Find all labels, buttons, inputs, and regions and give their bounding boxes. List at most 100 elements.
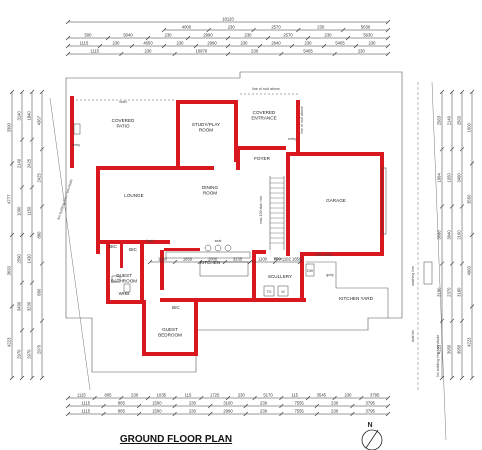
dim-tick (19, 328, 25, 333)
dim-tick (29, 185, 35, 190)
note-building-line-right: 3m building line / servitude (436, 335, 440, 378)
basin (111, 275, 121, 283)
north-arrow: N (361, 422, 383, 450)
dim-tick (39, 375, 45, 381)
dim-label: 4223 (437, 344, 442, 354)
dim-tick (101, 403, 106, 409)
dim-label: 230 (245, 33, 253, 38)
dim-label: 230 (165, 33, 173, 38)
dim-label: 3180 (457, 287, 462, 297)
dim-label: 10970 (196, 49, 208, 54)
dim-tick (9, 232, 15, 238)
dim-label: 230 (260, 409, 268, 414)
dim-label: 3235 (233, 257, 243, 262)
wall-study-bottom (180, 166, 214, 170)
dim-label: 230 (228, 25, 236, 30)
dim-tick (469, 304, 475, 309)
dim-tick (439, 204, 445, 209)
dim-label: 1035 (157, 393, 167, 398)
annotations: lintel lintel line of roof above line of… (57, 87, 440, 377)
dim-label: 880 (37, 231, 42, 239)
dim-tick (340, 27, 346, 33)
dim-tick (449, 89, 455, 95)
wall-bath-left (106, 240, 110, 304)
dim-tick (345, 35, 351, 41)
dim-tick (449, 318, 455, 324)
wall-bic (120, 240, 123, 268)
dim-label: 1725 (210, 393, 220, 398)
note-stove: stove (274, 257, 283, 261)
dim-label: 2140 (17, 158, 22, 168)
dim-label: 1000 (158, 257, 168, 262)
wall-lounge-top (96, 166, 180, 170)
wash-line-frame (423, 261, 433, 285)
dim-tick (297, 259, 303, 265)
dim-label: 3795 (366, 409, 376, 414)
dim-label: 7555 (294, 401, 304, 406)
note-lintel-2: lintel (146, 239, 154, 243)
wall-foyer-top (236, 146, 286, 150)
dim-label: 1115 (80, 41, 89, 46)
dim-tick (385, 51, 391, 57)
dim-label: 230 (251, 49, 259, 54)
dim-label: 230 (369, 41, 377, 46)
yard-outline (306, 261, 389, 318)
wall-study-top (176, 100, 236, 104)
toilet (123, 283, 131, 293)
dim-tick (136, 411, 142, 417)
dim-tick (65, 403, 71, 409)
note-gully: gully (326, 273, 334, 277)
dim-tick (243, 411, 248, 417)
dim-tick (161, 27, 167, 33)
dim-label: 2970 (17, 349, 22, 359)
dim-tick (225, 395, 231, 401)
dim-tick (222, 259, 228, 265)
note-entry-2: entry (288, 137, 296, 141)
dim-label: 3180 (437, 287, 442, 297)
dim-tick (469, 161, 475, 166)
dim-tick (197, 259, 203, 265)
dim-tick (147, 259, 153, 265)
dim-label: 2970 (37, 344, 42, 354)
dim-tick (19, 185, 25, 190)
dim-tick (172, 411, 177, 417)
dim-tick (385, 403, 391, 409)
dim-tick (265, 35, 271, 41)
dim-tick (19, 375, 25, 381)
dim-label: 230 (331, 401, 339, 406)
drawing-title: GROUND FLOOR PLAN (120, 434, 232, 445)
dim-tick (251, 27, 256, 33)
dim-label: 230 (189, 401, 197, 406)
dim-label: 230 (238, 393, 246, 398)
dim-label: 230 (331, 409, 339, 414)
wall-bath-bottom (106, 300, 144, 304)
dim-label: 3650 (7, 265, 12, 275)
wall-bed-right (194, 298, 198, 356)
seat-3 (224, 244, 232, 252)
label-line: STUDY/PLAY (192, 122, 220, 127)
dim-label: 4367 (37, 115, 42, 125)
label-line: ENTRANCE (251, 115, 276, 120)
dim-tick (279, 395, 284, 401)
dim-label: 230 (325, 33, 333, 38)
wall-lounge-bottom (96, 240, 170, 244)
label-kitchen-yard: KITCHEN YARD (339, 296, 373, 301)
dim-label: 1115 (90, 49, 99, 54)
dim-label: 5170 (263, 393, 273, 398)
dim-label: 230 (358, 49, 366, 54)
dim-tick (247, 259, 253, 265)
dim-tick (39, 89, 45, 95)
dim-tick (439, 375, 445, 381)
dim-label: 1100 (258, 257, 268, 262)
